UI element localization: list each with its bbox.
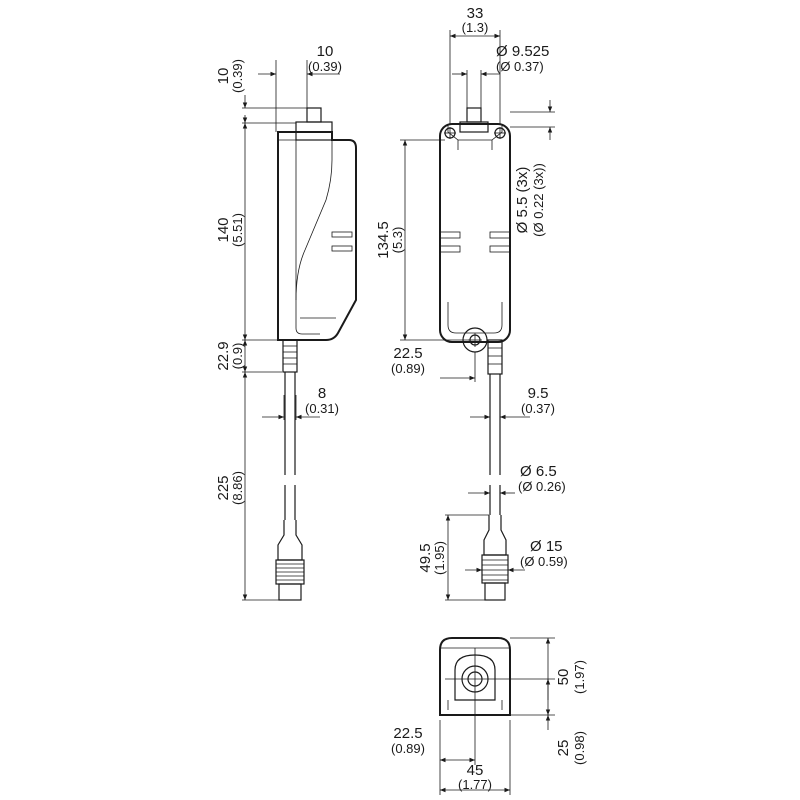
dim-front-width-in: (1.3)	[462, 20, 489, 35]
dim-plug-length-in: (1.95)	[432, 541, 447, 575]
side-top-connector	[306, 107, 322, 123]
dim-front-connector-in: (Ø 0.37)	[496, 59, 544, 74]
dim-bottom-half-height-in: (0.98)	[572, 731, 587, 765]
dim-plug-dia-in: (Ø 0.59)	[520, 554, 568, 569]
dim-side-body-height-mm: 140	[215, 217, 232, 242]
front-view: 33 (1.3) Ø 9.525 (Ø 0.37) Ø 5.5 (3x) (Ø …	[375, 5, 568, 601]
side-curve	[295, 140, 333, 301]
dim-bottom-half-height-mm: 25	[555, 740, 572, 757]
dim-front-connector-mm: Ø 9.525	[496, 43, 549, 60]
dim-side-top-height-mm: 10	[215, 68, 232, 85]
dim-side-connector-offset-mm: 10	[317, 43, 334, 60]
dim-front-hole-in: (Ø 0.22 (3x))	[531, 163, 546, 237]
front-cable-gland	[487, 339, 503, 375]
side-plug-neck	[277, 520, 303, 561]
dim-side-cable-offset-mm: 8	[318, 385, 326, 402]
dim-side-cable-offset-in: (0.31)	[305, 401, 339, 416]
dim-bottom-width-in: (1.77)	[458, 777, 492, 792]
dim-side-cable-gland-mm: 22.9	[215, 341, 232, 370]
dim-bottom-half-width-mm: 22.5	[393, 725, 422, 742]
side-cable-gland	[282, 339, 298, 373]
dim-side-cable-length-mm: 225	[215, 475, 232, 500]
front-plug-neck	[483, 515, 507, 556]
dim-front-spacing-mm: 134.5	[375, 221, 392, 259]
dim-plug-dia-mm: Ø 15	[530, 538, 563, 555]
dim-front-bottom-offset-in: (0.89)	[391, 361, 425, 376]
dim-side-top-height-in: (0.39)	[230, 59, 245, 93]
bottom-view: 50 (1.97) 25 (0.98) 22.5 (0.89) 45 (1.77…	[391, 637, 587, 795]
side-housing	[277, 131, 357, 341]
dim-side-connector-offset-in: (0.39)	[308, 59, 342, 74]
dim-front-cable-offset-mm: 9.5	[528, 385, 549, 402]
side-inner-edge	[295, 140, 320, 335]
side-plug-tip	[278, 583, 302, 601]
dim-bottom-half-width-in: (0.89)	[391, 741, 425, 756]
dim-cable-dia-mm: Ø 6.5	[520, 463, 557, 480]
dim-bottom-width-mm: 45	[467, 762, 484, 779]
dim-front-width-mm: 33	[467, 5, 484, 22]
dim-front-hole-mm: Ø 5.5 (3x)	[514, 167, 531, 234]
front-plug-knurl	[481, 554, 509, 584]
dim-front-cable-offset-in: (0.37)	[521, 401, 555, 416]
dim-front-spacing-in: (5.3)	[390, 227, 405, 254]
dim-side-body-height-in: (5.51)	[230, 213, 245, 247]
front-plug-tip	[484, 582, 506, 601]
dim-bottom-height-mm: 50	[555, 669, 572, 686]
front-housing	[439, 123, 511, 343]
dim-bottom-height-in: (1.97)	[572, 660, 587, 694]
dim-front-bottom-offset-mm: 22.5	[393, 345, 422, 362]
bottom-housing	[439, 637, 511, 716]
dim-side-cable-gland-in: (0.9)	[230, 343, 245, 370]
dim-cable-dia-in: (Ø 0.26)	[518, 479, 566, 494]
front-top-connector	[466, 107, 482, 123]
dim-plug-length-mm: 49.5	[417, 543, 434, 572]
dim-side-cable-length-in: (8.86)	[230, 471, 245, 505]
side-view: 10 (0.39) 10 (0.39) 140 (5.51) 22.9 (0.9…	[215, 43, 357, 601]
